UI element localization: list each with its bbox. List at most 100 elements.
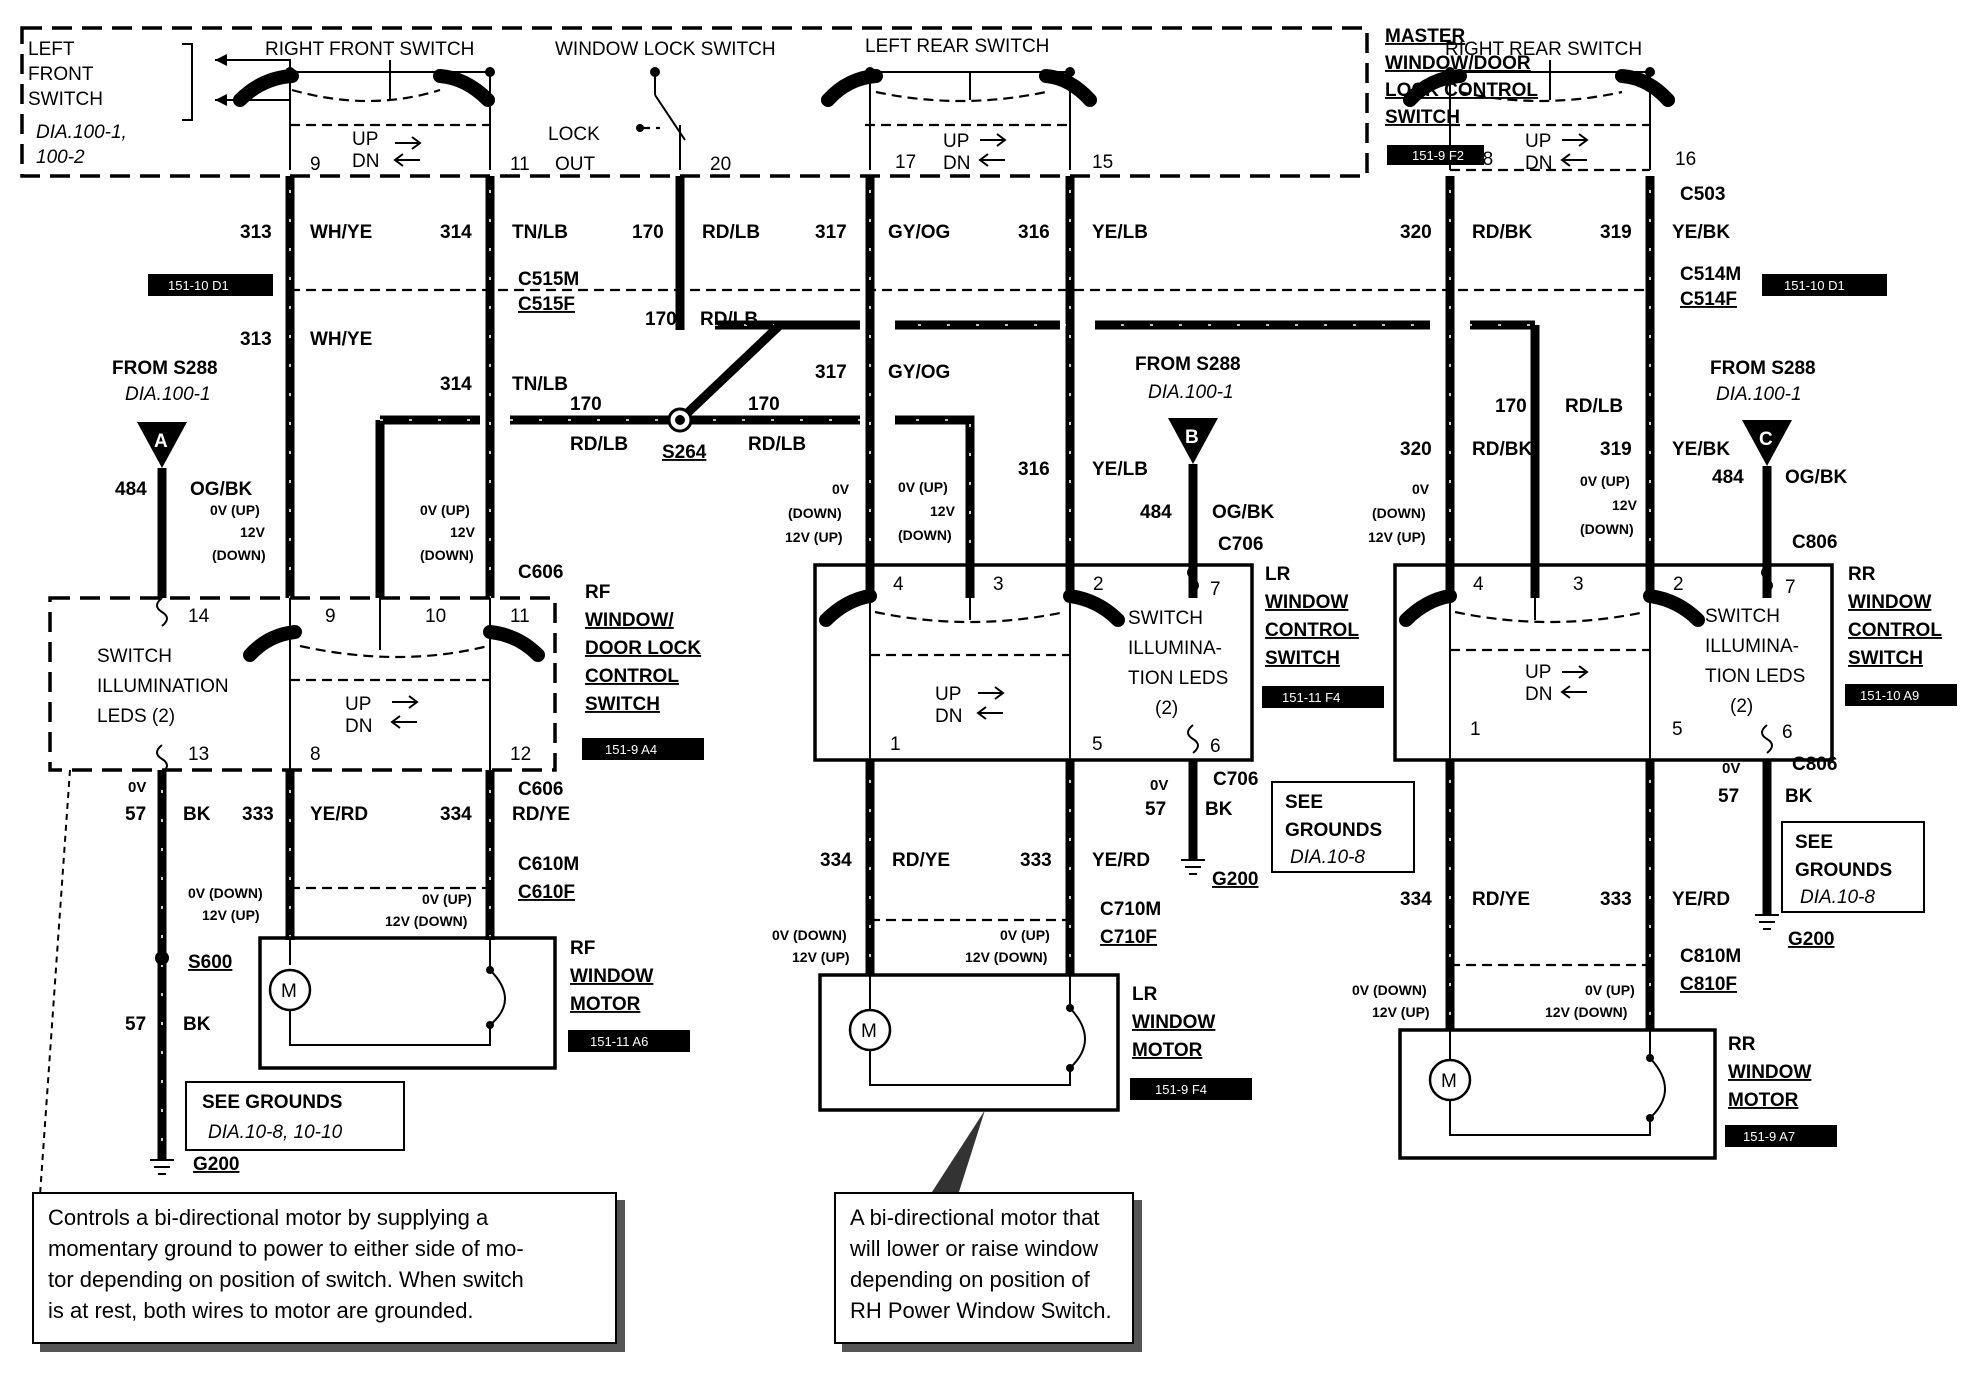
svg-text:UP: UP [935,684,961,705]
svg-text:151-10 A9: 151-10 A9 [1860,688,1919,703]
from-s288-feeds: FROM S288 DIA.100-1 A 484 OG/BK FROM S28… [112,354,1848,598]
svg-text:12V (UP): 12V (UP) [202,907,260,923]
svg-text:SWITCH: SWITCH [1128,608,1203,629]
master-pin-20: 20 [710,154,731,175]
master-pin-15: 15 [1092,152,1113,173]
lr-up-label: UP [943,131,969,152]
motor-note-pointer [930,1110,985,1195]
svg-text:YE/RD: YE/RD [1092,850,1150,871]
svg-text:151-9 A7: 151-9 A7 [1743,1129,1795,1144]
svg-text:BK: BK [1205,799,1233,820]
lr-pin-2: 2 [1093,574,1104,595]
wire-316-color: YE/LB [1092,222,1148,243]
svg-text:0V: 0V [1150,777,1168,794]
svg-text:SWITCH: SWITCH [97,646,172,667]
svg-text:151-10 D1: 151-10 D1 [1784,278,1845,293]
wire-320-color: RD/BK [1472,222,1532,243]
svg-text:YE/RD: YE/RD [310,804,368,825]
wire-317: 317 [815,222,847,243]
wire-313-lower: 313 [240,329,272,350]
wire-170-lower-color: RD/LB [700,309,758,330]
svg-text:WINDOW/: WINDOW/ [585,610,674,631]
wire-170-left-color: RD/LB [570,434,628,455]
wire-314-lower-color: TN/LB [512,374,568,395]
svg-text:BK: BK [1785,786,1813,807]
top-wire-labels: 313 WH/YE 314 TN/LB 170 RD/LB 317 GY/OG … [240,222,1730,480]
rf-pin-12: 12 [510,744,531,765]
svg-text:CONTROL: CONTROL [1265,620,1359,641]
svg-text:ILLUMINA-: ILLUMINA- [1128,638,1222,659]
svg-text:0V: 0V [128,779,146,796]
rr-switch-ref-tag: 151-10 A9 [1845,684,1957,706]
svg-text:DIA.10-8, 10-10: DIA.10-8, 10-10 [208,1122,343,1143]
svg-text:(DOWN): (DOWN) [898,527,952,543]
svg-text:57: 57 [1718,786,1739,807]
rf-motor: M RF WINDOW MOTOR 151-11 A6 [258,936,690,1070]
wire-484-b-color: OG/BK [1212,502,1275,523]
svg-text:SWITCH: SWITCH [1848,648,1923,669]
svg-text:12V: 12V [450,524,476,540]
svg-text:WINDOW: WINDOW [570,966,653,987]
rf-pin-8: 8 [310,744,321,765]
wire-484-a: 484 [115,479,147,500]
wire-313-color: WH/YE [310,222,372,243]
lr-switch-ref-tag: 151-11 F4 [1262,686,1384,708]
wire-313: 313 [240,222,272,243]
svg-text:(DOWN): (DOWN) [1580,521,1634,537]
rf-pin-13: 13 [188,744,209,765]
rr-dn-label: DN [1525,153,1552,174]
svg-text:0V (UP): 0V (UP) [898,479,948,495]
rr-motor-ref-tag: 151-9 A7 [1725,1125,1837,1147]
from-s288-c: FROM S288 [1710,358,1816,379]
svg-text:DIA.10-8: DIA.10-8 [1290,847,1365,868]
svg-text:RR: RR [1848,564,1876,585]
rf-switch-ref-tag: 151-9 A4 [582,738,704,760]
svg-text:57: 57 [125,1014,146,1035]
from-s288-a: FROM S288 [112,358,218,379]
svg-text:(DOWN): (DOWN) [788,505,842,521]
left-rear-switch-label: LEFT REAR SWITCH [865,36,1049,57]
wire-484-b: 484 [1140,502,1172,523]
svg-text:DN: DN [1525,684,1552,705]
svg-text:151-11 A6: 151-11 A6 [590,1034,648,1049]
svg-text:SWITCH: SWITCH [585,694,660,715]
svg-text:0V (UP): 0V (UP) [422,891,472,907]
rf-pin-10: 10 [425,606,446,627]
switch-note-line-3: tor depending on position of switch. Whe… [48,1267,524,1292]
svg-text:57: 57 [125,804,146,825]
lr-switch: UP DN 4 3 2 7 1 5 6 SWITCH ILLUMINA- TIO… [813,563,1384,762]
wire-317-color: GY/OG [888,222,950,243]
svg-text:WINDOW: WINDOW [1848,592,1931,613]
svg-text:0V: 0V [1722,760,1740,777]
rr-pin-5: 5 [1672,719,1683,740]
lock-label: LOCK [548,124,600,145]
svg-text:DOOR LOCK: DOOR LOCK [585,638,701,659]
svg-text:C810M: C810M [1680,946,1741,967]
from-s288-c-ref: DIA.100-1 [1716,384,1802,405]
switch-note-line-2: momentary ground to power to either side… [48,1236,524,1261]
svg-text:G200: G200 [193,1154,239,1175]
svg-text:0V (UP): 0V (UP) [420,502,470,518]
left-front-switch-label-3: SWITCH [28,89,103,110]
c706-top-label: C706 [1218,534,1263,555]
right-front-switch-label: RIGHT FRONT SWITCH [265,39,474,60]
svg-text:SEE: SEE [1795,832,1833,853]
svg-text:TION LEDS: TION LEDS [1128,668,1228,689]
svg-text:C610M: C610M [518,854,579,875]
svg-text:YE/RD: YE/RD [1672,889,1730,910]
ground-symbols [150,859,1779,1175]
svg-text:SWITCH: SWITCH [1705,606,1780,627]
bottom-wire-labels: 0V 57 BK 333 YE/RD 334 RD/YE C606 C610M … [125,754,1837,1175]
svg-text:57: 57 [1145,799,1166,820]
left-front-bracket [182,43,193,121]
wire-313-lower-color: WH/YE [310,329,372,350]
switch-note-line-4: is at rest, both wires to motor are grou… [48,1298,474,1323]
feed-b-letter: B [1185,427,1199,448]
lr-pin-5: 5 [1092,734,1103,755]
svg-text:0V (UP): 0V (UP) [210,502,260,518]
svg-text:C710F: C710F [1100,927,1157,948]
lr-pin-7: 7 [1210,579,1221,600]
svg-text:151-11 F4: 151-11 F4 [1282,690,1340,705]
c503-label: C503 [1680,184,1725,205]
rr-up-label: UP [1525,131,1551,152]
